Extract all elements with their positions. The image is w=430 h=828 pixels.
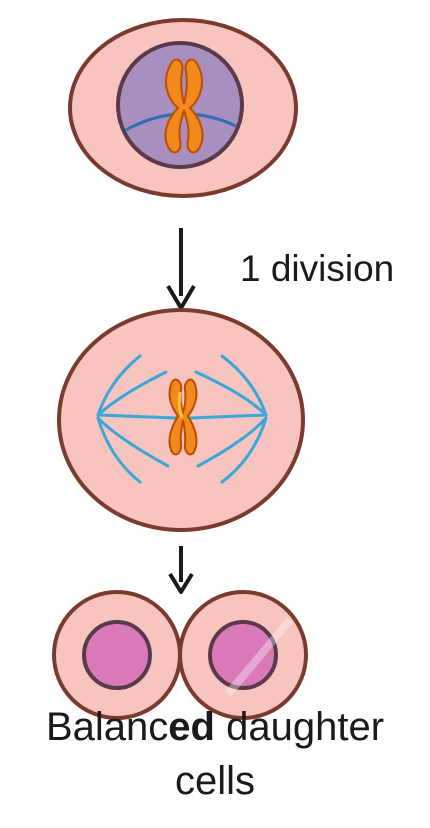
dividing-cell — [59, 310, 303, 530]
arrow-down-icon — [168, 228, 194, 308]
caption-line-2: cells — [0, 754, 430, 808]
caption-part-a: Balanc — [46, 705, 168, 749]
caption-part-c: daughter — [215, 705, 384, 749]
parent-cell — [70, 20, 296, 196]
daughter-nucleus-left — [84, 622, 150, 688]
arrow-down-icon — [170, 546, 192, 592]
caption-line-1: Balanced daughter — [0, 700, 430, 754]
diagram-caption: Balanced daughter cells — [0, 700, 430, 808]
caption-part-b: ed — [168, 705, 215, 749]
division-step-label: 1 division — [240, 248, 394, 290]
